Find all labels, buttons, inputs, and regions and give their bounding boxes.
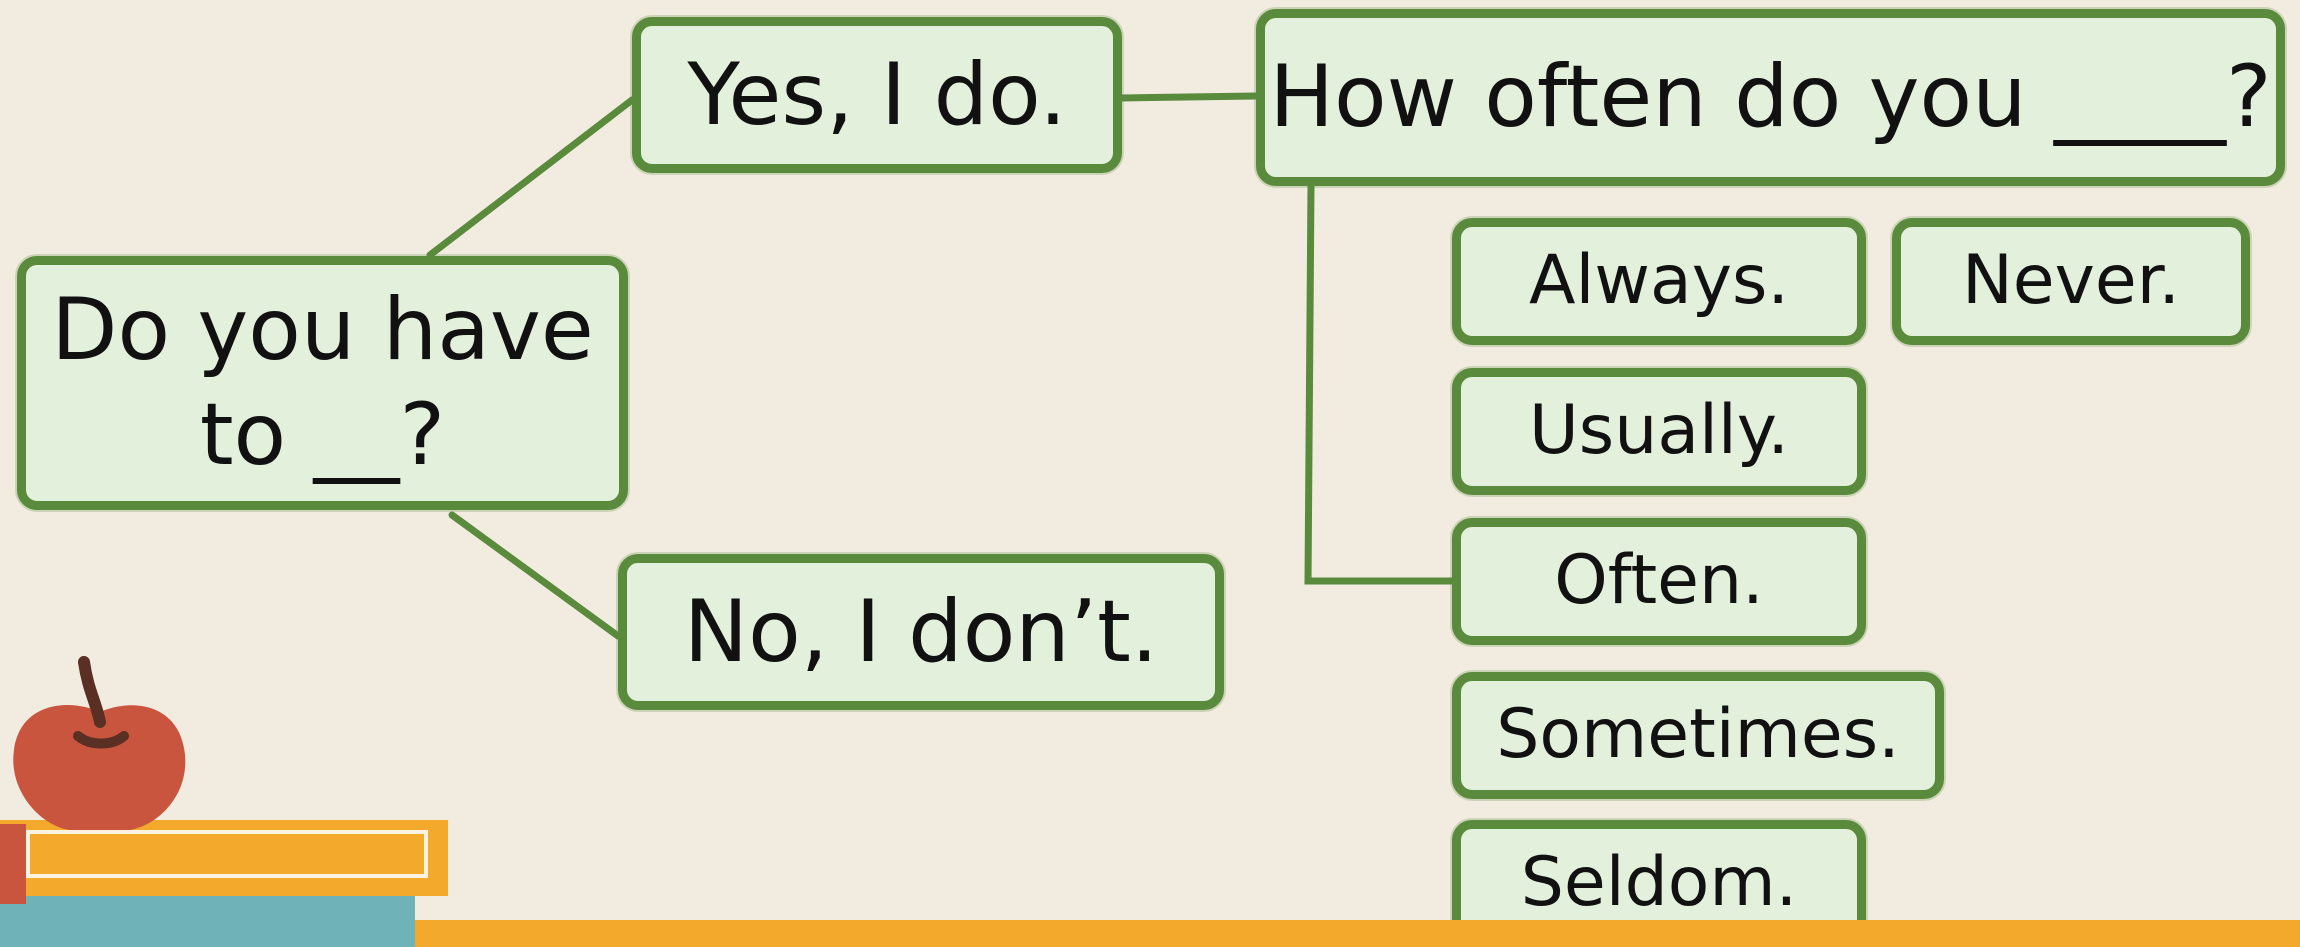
question-line-2: to __? [199, 385, 446, 485]
question-text: Do you have to __? [51, 278, 594, 488]
connector-question-no [448, 511, 622, 640]
connector-howoften-options [1304, 182, 1460, 585]
option-often-text: Often. [1554, 541, 1764, 621]
apple-on-books-decoration [0, 656, 448, 947]
yes-answer-box: Yes, I do. [632, 17, 1122, 173]
follow-up-box: How often do you ____? [1256, 9, 2285, 186]
follow-up-text: How often do you ____? [1269, 47, 2272, 148]
question-line-1: Do you have [51, 280, 594, 381]
option-usually: Usually. [1452, 368, 1866, 495]
yes-answer-text: Yes, I do. [687, 44, 1067, 145]
option-never-text: Never. [1961, 241, 2181, 321]
connector-yes-howoften [1118, 92, 1260, 102]
option-seldom: Seldom. [1452, 820, 1866, 947]
option-always-text: Always. [1529, 241, 1789, 321]
option-sometimes: Sometimes. [1452, 672, 1944, 799]
option-sometimes-text: Sometimes. [1496, 695, 1900, 775]
option-often: Often. [1452, 518, 1866, 645]
connector-question-yes [426, 96, 636, 259]
books-icon [0, 820, 448, 947]
question-box: Do you have to __? [17, 256, 628, 510]
option-never: Never. [1892, 218, 2250, 345]
no-answer-text: No, I don’t. [683, 581, 1159, 682]
option-always: Always. [1452, 218, 1866, 345]
option-usually-text: Usually. [1529, 391, 1789, 471]
apple-icon [13, 656, 186, 830]
option-seldom-text: Seldom. [1520, 843, 1798, 923]
no-answer-box: No, I don’t. [618, 554, 1224, 710]
